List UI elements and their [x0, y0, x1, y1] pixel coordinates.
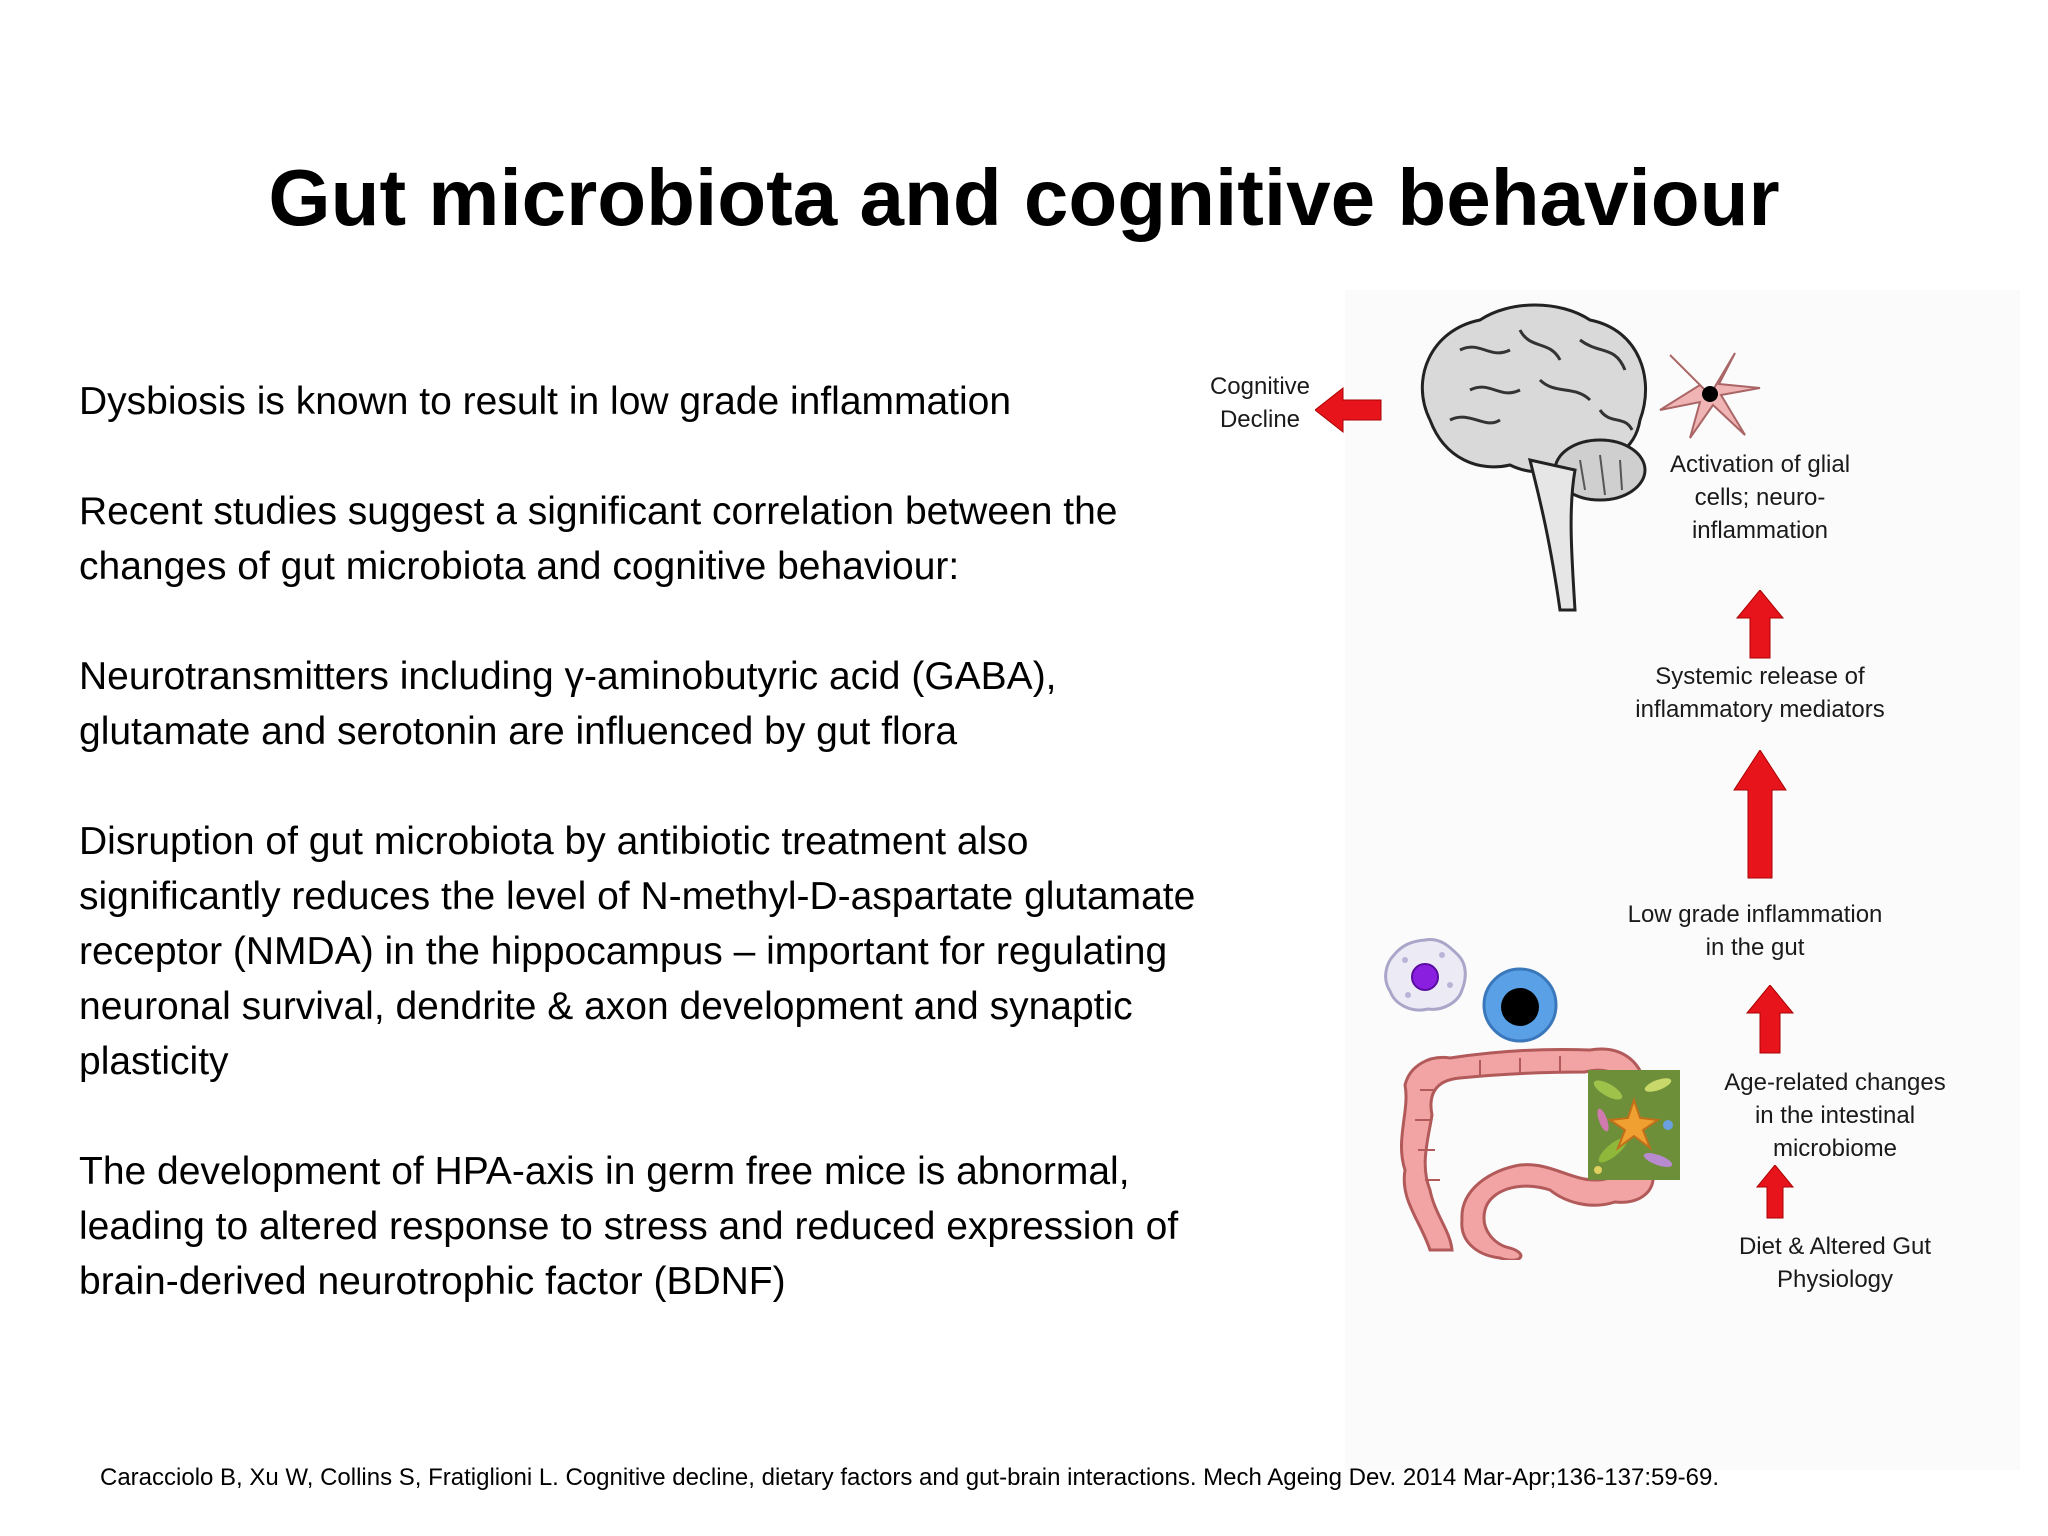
- bacteria-image-icon: [1588, 1070, 1680, 1180]
- arrow-left-icon: [1315, 386, 1382, 434]
- arrow-up-icon: [1735, 590, 1785, 659]
- label-glial-activation: Activation of glial cells; neuro- inflam…: [1669, 451, 1851, 544]
- immune-cell-icon: [1482, 967, 1558, 1043]
- arrow-up-icon: [1755, 1165, 1795, 1219]
- paragraph-antibiotics: Disruption of gut microbiota by antibiot…: [79, 820, 1196, 1083]
- macrophage-icon: [1384, 937, 1467, 1012]
- arrow-up-icon: [1733, 750, 1787, 879]
- label-low-grade-inflammation: Low grade inflammation in the gut: [1627, 901, 1883, 961]
- paragraph-correlation: Recent studies suggest a significant cor…: [79, 490, 1118, 588]
- brain-icon: [1420, 303, 1648, 612]
- arrow-up-icon: [1745, 985, 1795, 1054]
- label-diet: Diet & Altered Gut Physiology: [1738, 1233, 1932, 1293]
- paragraph-hpa-axis: The development of HPA-axis in germ free…: [79, 1150, 1179, 1303]
- label-systemic-release: Systemic release of inflammatory mediato…: [1635, 663, 1885, 723]
- citation: Caracciolo B, Xu W, Collins S, Fratiglio…: [100, 1464, 1720, 1491]
- body-text: Dysbiosis is known to result in low grad…: [79, 374, 1339, 1364]
- paragraph-neurotransmitters: Neurotransmitters including γ-aminobutyr…: [79, 655, 1057, 753]
- glial-cell-icon: [1659, 352, 1761, 439]
- gut-brain-diagram: Cognitive Decline Activation of glial ce…: [1180, 290, 2020, 1470]
- slide-title: Gut microbiota and cognitive behaviour: [268, 153, 1780, 242]
- diagram-background: [1345, 290, 2020, 1470]
- paragraph-dysbiosis: Dysbiosis is known to result in low grad…: [79, 380, 1012, 423]
- label-age-related-changes: Age-related changes in the intestinal mi…: [1724, 1069, 1946, 1162]
- label-cognitive-decline: Cognitive Decline: [1209, 373, 1311, 433]
